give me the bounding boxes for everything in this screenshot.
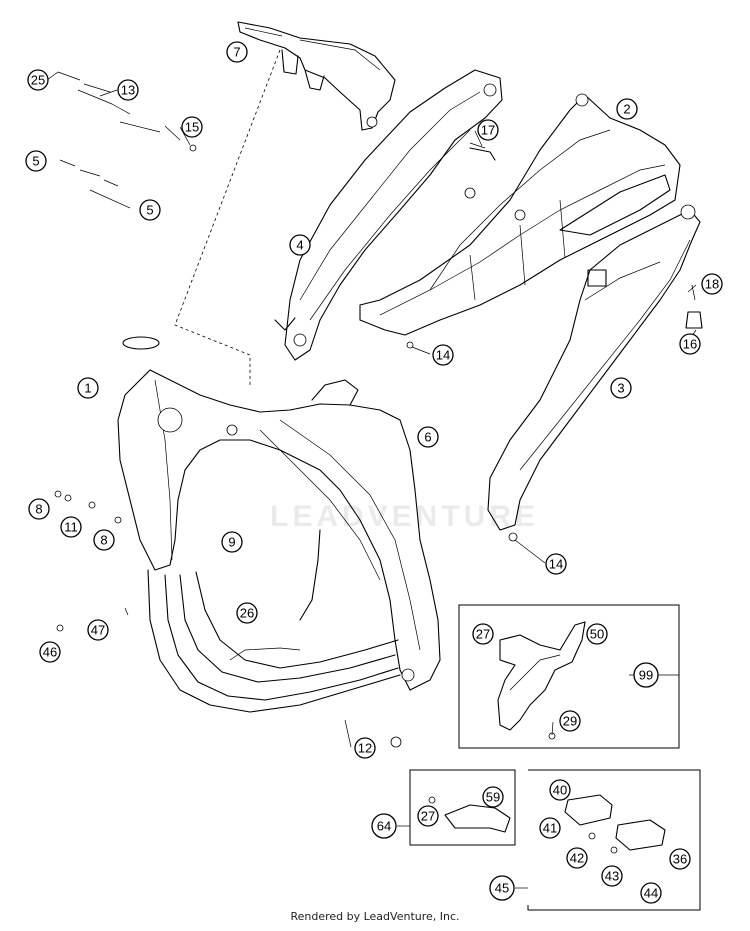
svg-text:29: 29: [563, 714, 577, 729]
callout-26[interactable]: 26: [236, 602, 258, 624]
callout-4[interactable]: 4: [289, 234, 311, 256]
svg-text:14: 14: [436, 348, 450, 363]
callout-44[interactable]: 44: [640, 882, 662, 904]
callout-99[interactable]: 99: [633, 662, 659, 688]
callout-43[interactable]: 43: [601, 865, 623, 887]
svg-text:11: 11: [64, 520, 78, 535]
part-59-clip: [428, 796, 511, 833]
group-64-box: [409, 769, 516, 846]
callout-36[interactable]: 36: [669, 848, 691, 870]
callout-5-bottom[interactable]: 5: [139, 199, 161, 221]
callout-25[interactable]: 25: [27, 69, 49, 91]
part-4-side-panel: [274, 69, 503, 361]
callout-47[interactable]: 47: [87, 619, 109, 641]
callout-27-group64[interactable]: 27: [417, 805, 439, 827]
svg-text:5: 5: [146, 203, 153, 218]
svg-text:50: 50: [590, 627, 604, 642]
callout-15[interactable]: 15: [181, 116, 203, 138]
callout-17[interactable]: 17: [477, 119, 499, 141]
callout-7[interactable]: 7: [226, 41, 248, 63]
svg-text:3: 3: [617, 381, 624, 396]
svg-text:8: 8: [100, 533, 107, 548]
svg-text:25: 25: [31, 73, 45, 88]
svg-text:44: 44: [644, 886, 658, 901]
svg-text:15: 15: [185, 120, 199, 135]
svg-text:45: 45: [495, 881, 509, 896]
svg-text:18: 18: [705, 277, 719, 292]
svg-text:5: 5: [32, 154, 39, 169]
watermark-logo: LEADVENTURE: [270, 500, 540, 533]
callout-27-group99[interactable]: 27: [472, 623, 494, 645]
svg-text:1: 1: [84, 381, 91, 396]
part-1-main-frame: [117, 336, 441, 691]
callout-14-bottom[interactable]: 14: [545, 553, 567, 575]
callout-40[interactable]: 40: [549, 779, 571, 801]
svg-text:42: 42: [570, 851, 584, 866]
callout-59[interactable]: 59: [482, 786, 504, 808]
callout-1[interactable]: 1: [77, 377, 99, 399]
svg-text:7: 7: [233, 45, 240, 60]
svg-text:47: 47: [91, 623, 105, 638]
callout-6[interactable]: 6: [417, 426, 439, 448]
callout-64[interactable]: 64: [371, 813, 397, 839]
footer-credit: Rendered by LeadVenture, Inc.: [290, 910, 460, 923]
svg-text:4: 4: [296, 238, 303, 253]
svg-text:14: 14: [549, 557, 563, 572]
guide-line-7: [174, 49, 281, 385]
callout-45[interactable]: 45: [489, 875, 515, 901]
callout-11[interactable]: 11: [60, 516, 82, 538]
svg-text:46: 46: [43, 645, 57, 660]
svg-text:27: 27: [421, 809, 435, 824]
callout-16[interactable]: 16: [679, 333, 701, 355]
callout-14-top[interactable]: 14: [432, 344, 454, 366]
svg-text:27: 27: [476, 627, 490, 642]
part-7-bracket: [237, 21, 396, 131]
callout-2[interactable]: 2: [616, 98, 638, 120]
svg-text:17: 17: [481, 123, 495, 138]
svg-text:40: 40: [553, 783, 567, 798]
svg-text:9: 9: [228, 535, 235, 550]
part-3-side-panel: [487, 204, 701, 542]
callout-29[interactable]: 29: [559, 710, 581, 732]
part-2-subframe: [359, 93, 681, 336]
part-40-grips: [564, 794, 666, 854]
svg-text:59: 59: [486, 790, 500, 805]
callout-18[interactable]: 18: [701, 273, 723, 295]
svg-text:43: 43: [605, 869, 619, 884]
callout-41[interactable]: 41: [539, 817, 561, 839]
callout-8-left[interactable]: 8: [28, 498, 50, 520]
svg-text:8: 8: [35, 502, 42, 517]
svg-text:2: 2: [623, 102, 630, 117]
svg-text:6: 6: [424, 430, 431, 445]
callout-12[interactable]: 12: [354, 737, 376, 759]
svg-text:16: 16: [683, 337, 697, 352]
callout-13[interactable]: 13: [117, 79, 139, 101]
callout-42[interactable]: 42: [566, 847, 588, 869]
callout-5-top[interactable]: 5: [25, 150, 47, 172]
svg-text:99: 99: [639, 668, 653, 683]
callout-46[interactable]: 46: [39, 641, 61, 663]
callout-8-right[interactable]: 8: [93, 529, 115, 551]
svg-text:41: 41: [543, 821, 557, 836]
group-45-box: [527, 769, 701, 911]
callout-50[interactable]: 50: [586, 623, 608, 645]
group-99-box: [458, 604, 680, 749]
svg-text:36: 36: [673, 852, 687, 867]
svg-text:13: 13: [121, 83, 135, 98]
svg-text:64: 64: [377, 819, 391, 834]
hardware-left-mid: [54, 490, 402, 748]
callout-3[interactable]: 3: [610, 377, 632, 399]
hardware-right: [406, 142, 703, 349]
part-26-cradle: [147, 569, 401, 713]
leader-lines: [46, 71, 697, 748]
svg-text:12: 12: [358, 741, 372, 756]
callout-9[interactable]: 9: [221, 531, 243, 553]
svg-text:26: 26: [240, 606, 254, 621]
hardware-left-top: [57, 71, 197, 209]
part-99-bracket: [497, 621, 586, 740]
